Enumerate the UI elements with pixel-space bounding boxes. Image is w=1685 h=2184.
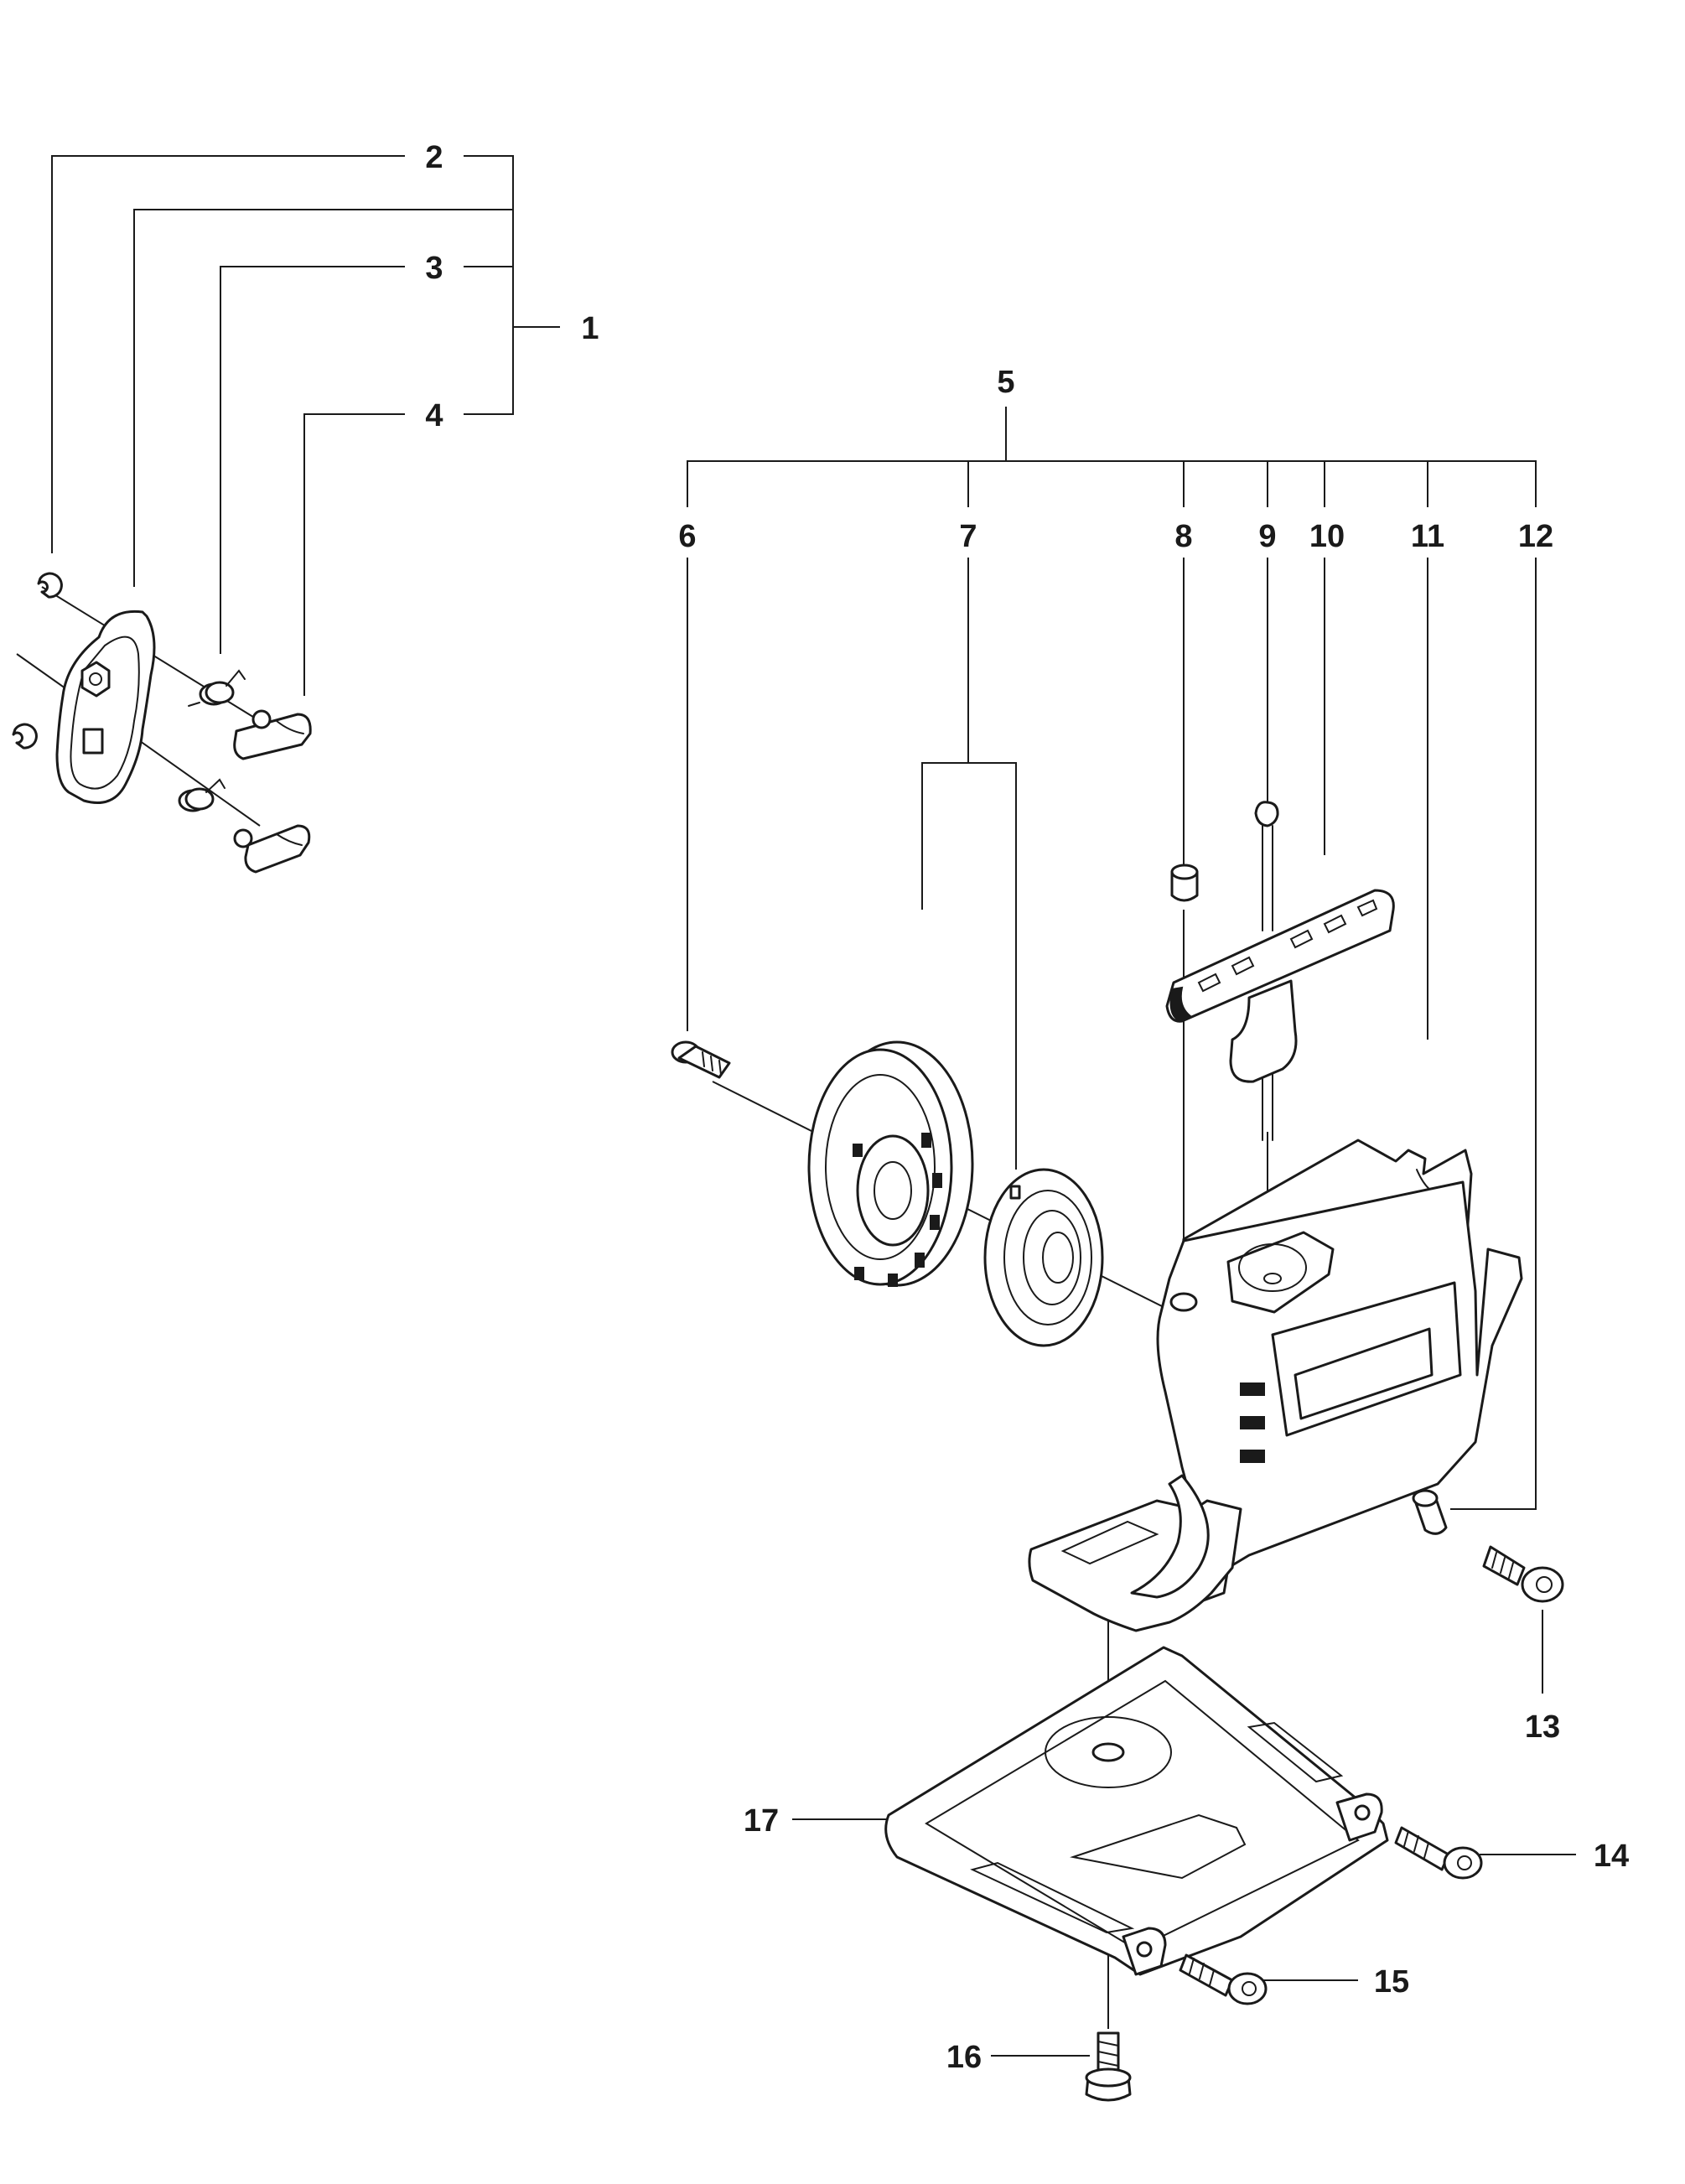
starter-cover-plate — [55, 610, 156, 804]
callout-8: 8 — [1174, 519, 1192, 554]
callout-12: 12 — [1518, 519, 1553, 554]
screw-16 — [1085, 2031, 1132, 2102]
bolt-13 — [1482, 1545, 1564, 1603]
screw-6 — [671, 1040, 731, 1079]
callout-1: 1 — [581, 311, 599, 346]
circlip-lower — [12, 723, 38, 750]
lock-knob-lower — [233, 824, 311, 874]
recoil-spring-cassette — [983, 1168, 1104, 1347]
cover-assembly — [12, 572, 312, 874]
spring-pawl — [1009, 1185, 1021, 1200]
callout-6: 6 — [678, 519, 696, 554]
callout-5: 5 — [997, 365, 1014, 400]
bushing-12 — [1412, 1489, 1448, 1535]
lock-knob-upper — [233, 709, 312, 760]
callout-9: 9 — [1258, 519, 1276, 554]
starter-pulley — [807, 1040, 974, 1287]
bolt-14 — [1394, 1826, 1483, 1880]
callout-13: 13 — [1525, 1709, 1560, 1745]
callout-16: 16 — [946, 2040, 982, 2075]
callout-14: 14 — [1594, 1839, 1629, 1874]
bolt-15 — [1179, 1953, 1268, 2005]
torsion-spring-lower — [178, 778, 226, 812]
callout-4: 4 — [425, 398, 443, 433]
starter-handle-10 — [1165, 889, 1395, 1083]
callout-15: 15 — [1374, 1964, 1409, 2000]
cover-nut — [80, 661, 111, 698]
callout-11: 11 — [1411, 519, 1444, 554]
callout-17: 17 — [744, 1803, 779, 1839]
starter-housing-11 — [1028, 1139, 1523, 1632]
callout-labels: 2 3 1 4 5 6 7 8 9 10 11 12 13 14 15 16 1… — [425, 140, 1629, 2075]
bushing-8 — [1170, 864, 1199, 902]
callout-3: 3 — [425, 251, 443, 286]
torsion-spring-upper — [188, 669, 246, 707]
circlip-upper — [37, 572, 63, 599]
callout-10: 10 — [1309, 519, 1345, 554]
callout-7: 7 — [959, 519, 977, 554]
callout-2: 2 — [425, 140, 443, 175]
cover-slot — [82, 728, 104, 755]
base-plate-17 — [884, 1646, 1389, 1976]
